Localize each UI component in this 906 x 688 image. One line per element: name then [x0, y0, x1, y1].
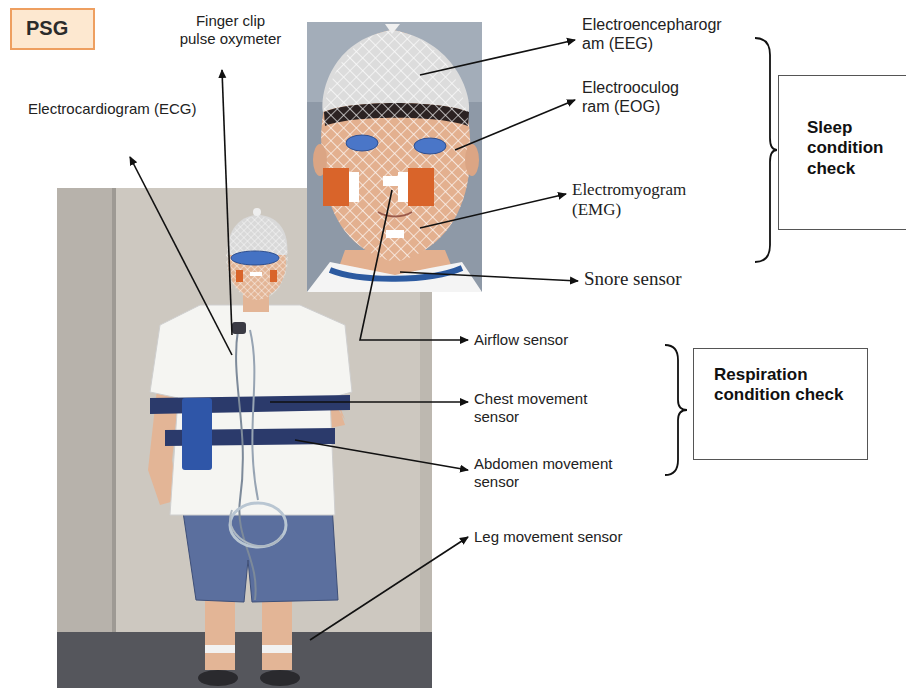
face-inset-photo [414, 138, 446, 154]
sensor-label: Electrocardiogram (ECG) [28, 100, 200, 118]
face-inset-photo [349, 172, 359, 202]
face-inset-photo [386, 230, 404, 238]
sensor-label: Electromyogram (EMG) [572, 180, 690, 221]
label-slot: Electrocardiogram (ECG) [28, 100, 200, 118]
label-slot: Chest movement sensor [474, 390, 591, 426]
box-text: Respiration condition check [714, 365, 847, 406]
sensor-label: Snore sensor [584, 268, 685, 291]
face-inset-photo [383, 176, 407, 186]
full-body-photo [230, 503, 286, 547]
face-inset-photo [465, 144, 479, 176]
full-body-photo [236, 270, 243, 282]
label-slot: Electrooculog ram (EOG) [582, 78, 682, 116]
sensor-label: Electroencepharogr am (EEG) [582, 15, 725, 53]
label-slot: Electroencepharogr am (EEG) [582, 15, 725, 53]
label-slot: Snore sensor [584, 268, 685, 291]
leader-arrow [222, 70, 232, 335]
full-body-photo [57, 188, 112, 688]
leader-arrow [130, 40, 578, 640]
full-body-photo [253, 208, 261, 216]
leader-arrow [130, 157, 232, 355]
face-inset-photo [307, 22, 482, 292]
full-body-photo [262, 645, 292, 653]
label-slot: Finger clip pulse oxymeter [178, 12, 283, 48]
leader-arrow [310, 537, 468, 640]
full-body-photo [182, 398, 212, 470]
sensor-label: Finger clip pulse oxymeter [178, 12, 283, 48]
leader-arrow [420, 194, 566, 228]
full-body-photo [250, 330, 258, 500]
box-text: Sleep condition check [807, 118, 887, 179]
full-body-photo [270, 270, 277, 282]
full-body-photo [260, 670, 300, 686]
leader-arrow [420, 40, 575, 75]
full-body-photo [198, 670, 238, 686]
face-inset-photo [323, 168, 349, 206]
face-inset-photo [385, 24, 400, 34]
full-body-photo [230, 510, 282, 546]
sensor-label: Airflow sensor [474, 331, 572, 349]
face-inset-photo [307, 22, 482, 292]
group-box: Sleep condition check [778, 75, 906, 230]
sensor-label: Leg movement sensor [474, 528, 626, 546]
full-body-photo [112, 188, 116, 638]
face-inset-photo [321, 30, 470, 262]
leader-arrow [270, 401, 468, 403]
face-inset-photo [321, 30, 470, 262]
full-body-photo [231, 251, 279, 265]
label-slot: Airflow sensor [474, 331, 572, 349]
full-body-photo [205, 592, 235, 670]
face-inset-photo [307, 262, 482, 292]
label-slot: Electromyogram (EMG) [572, 180, 690, 221]
leader-arrow [360, 190, 468, 340]
leader-arrow [295, 440, 468, 470]
leader-arrow [400, 272, 578, 281]
full-body-photo [262, 592, 292, 670]
full-body-photo [226, 216, 288, 300]
sensor-label: Electrooculog ram (EOG) [582, 78, 682, 116]
face-inset-photo [378, 212, 412, 217]
title-box: PSG [10, 8, 95, 50]
box-text: PSG [26, 16, 72, 40]
sensor-label: Chest movement sensor [474, 390, 591, 426]
full-body-photo [57, 632, 432, 688]
leader-arrow [455, 100, 575, 150]
face-inset-photo [408, 168, 434, 206]
full-body-photo [150, 305, 352, 515]
full-body-photo [205, 645, 235, 653]
group-box: Respiration condition check [693, 348, 868, 460]
face-inset-photo [346, 135, 378, 151]
curly-bracket [665, 345, 687, 475]
full-body-photo [150, 395, 350, 414]
full-body-photo [250, 272, 262, 276]
curly-bracket [755, 38, 777, 262]
full-body-photo [182, 505, 338, 602]
sensor-label: Abdomen movement sensor [474, 455, 616, 491]
label-slot: Leg movement sensor [474, 528, 626, 546]
label-slot: Abdomen movement sensor [474, 455, 616, 491]
full-body-photo [232, 322, 246, 334]
